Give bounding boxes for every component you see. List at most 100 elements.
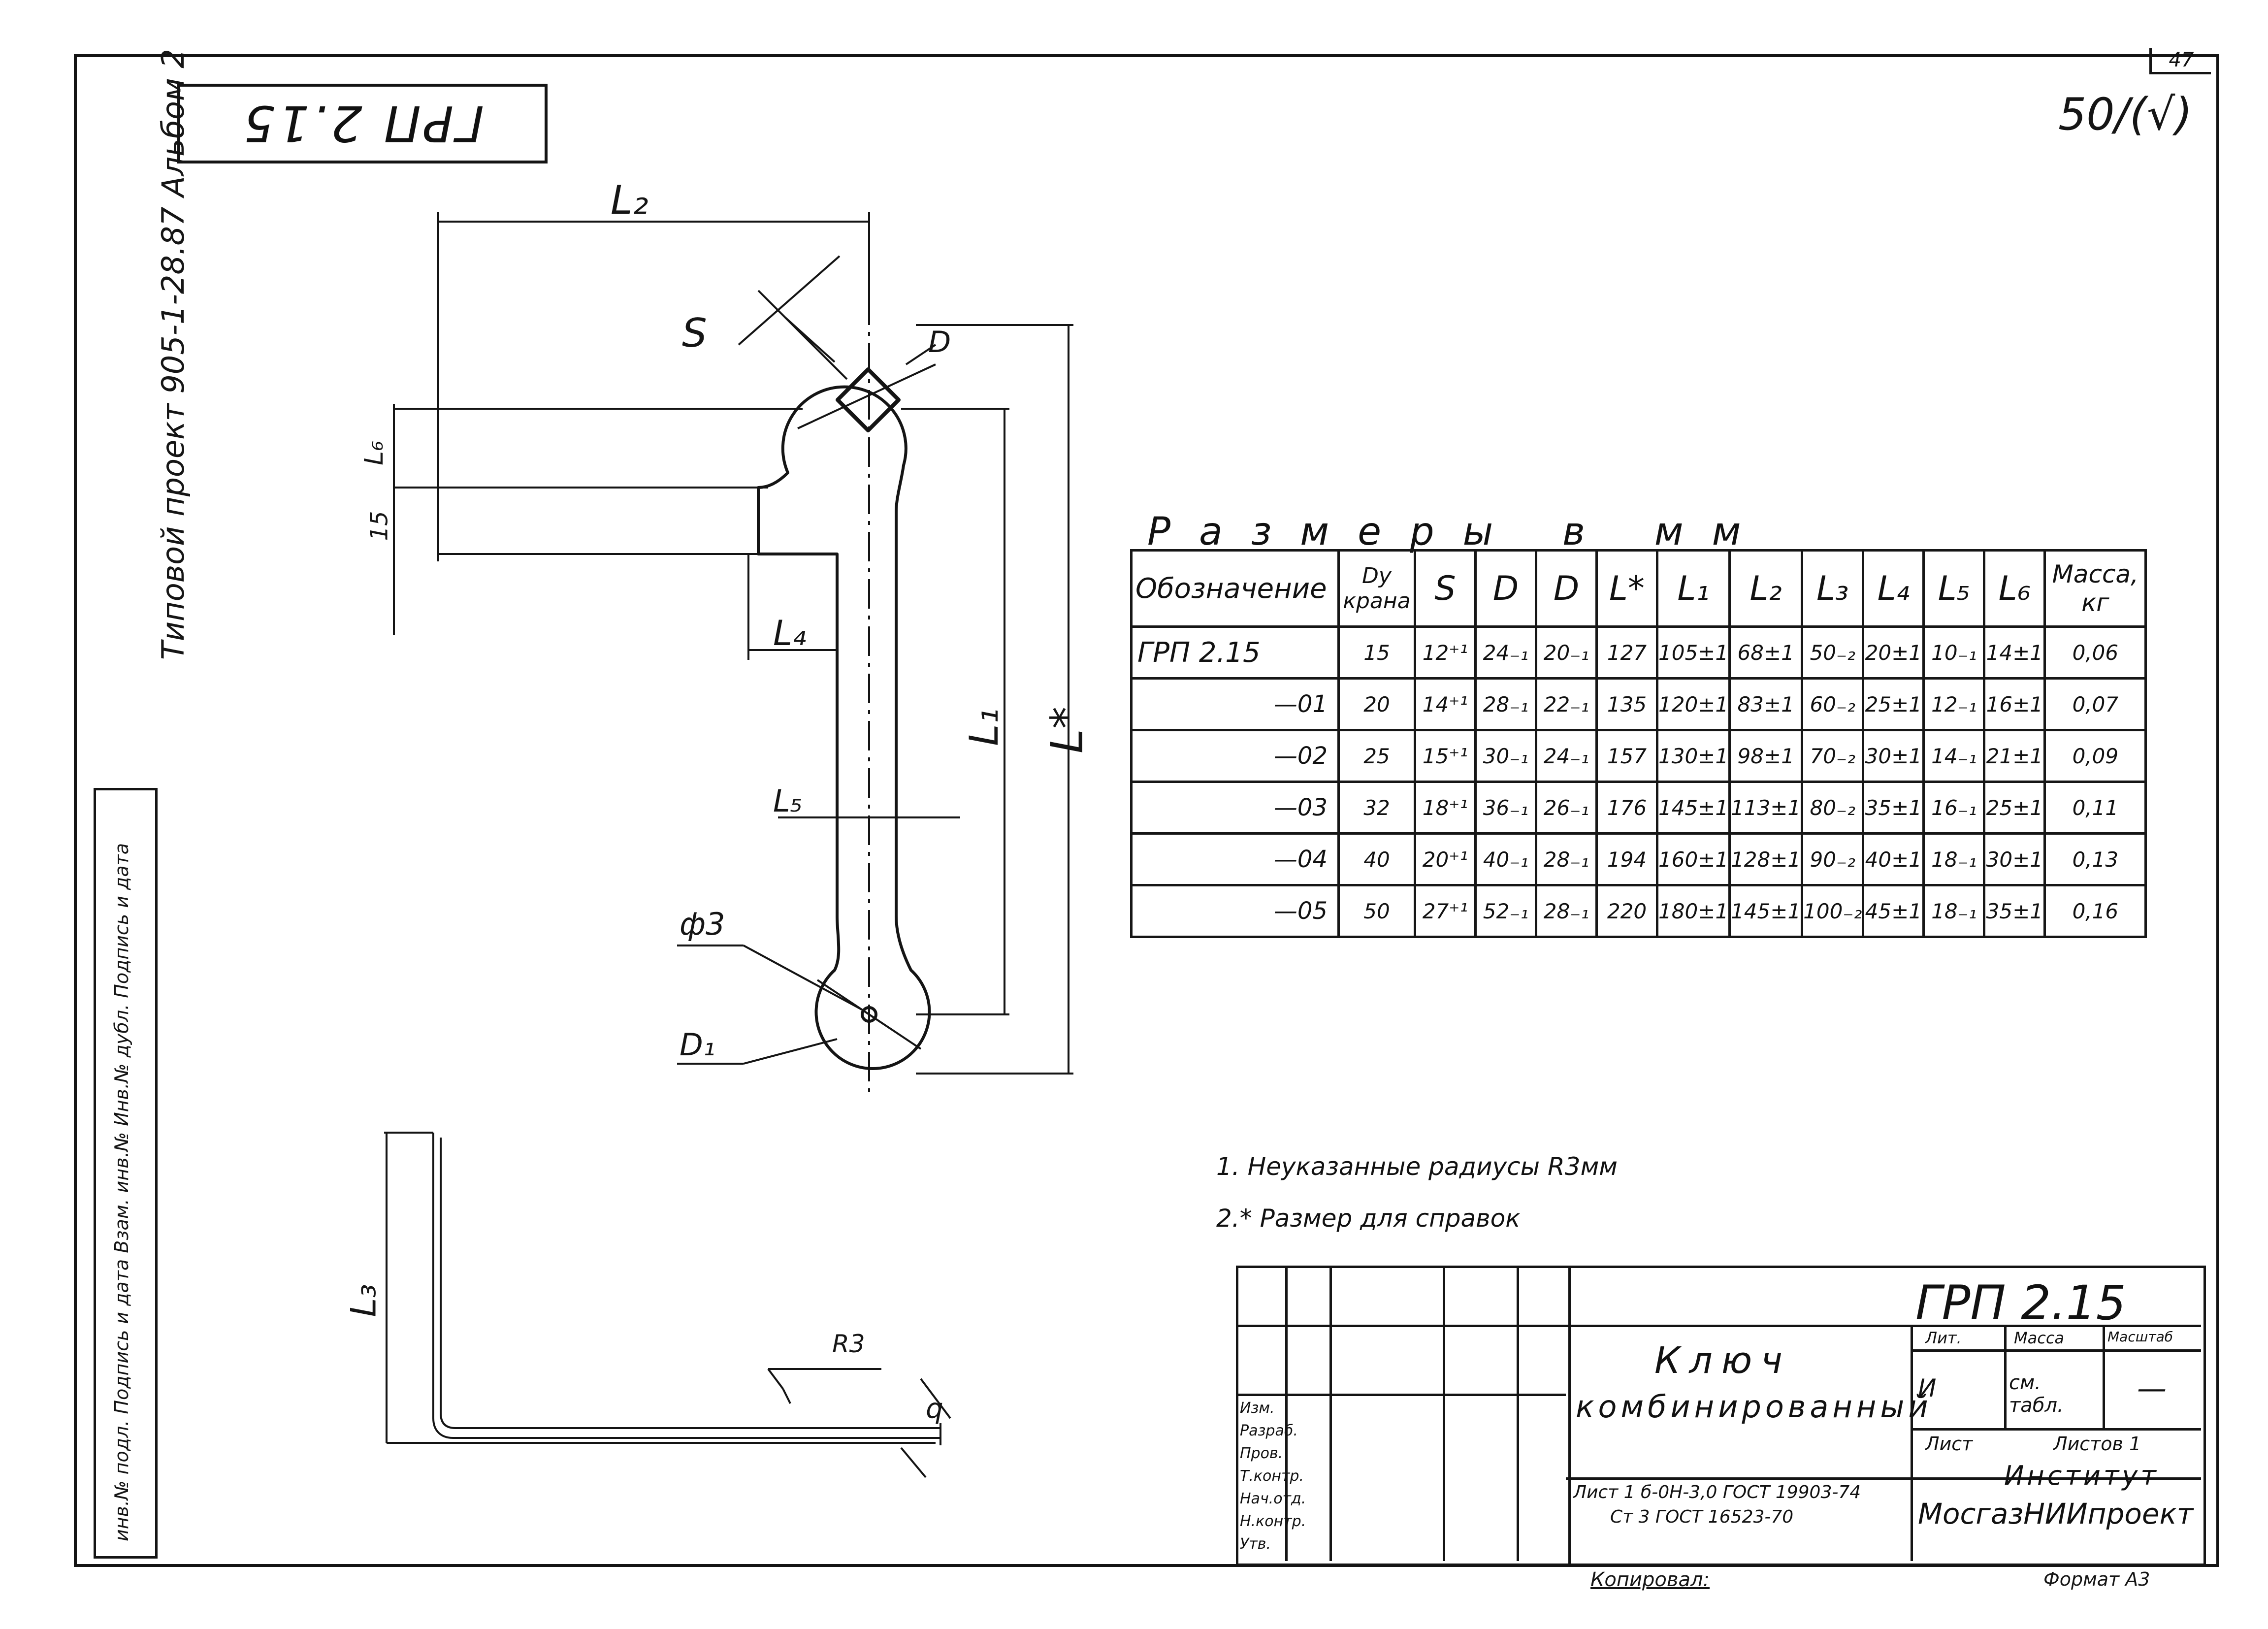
table-cell: 35±1: [1983, 884, 2046, 938]
label-l1: L₁: [961, 708, 1007, 746]
table-cell: 50₋₂: [1801, 625, 1865, 680]
label-phi3: ф3: [680, 906, 725, 942]
table-cell: 36₋₁: [1474, 781, 1537, 835]
role-label: Изм.: [1240, 1400, 1275, 1417]
table-cell: 145±1: [1655, 781, 1731, 835]
table-header: L₅: [1922, 549, 1986, 628]
table-header: D: [1474, 549, 1537, 628]
label-l2: L₂: [611, 177, 648, 223]
table-header: S: [1414, 549, 1477, 628]
table-header: L₂: [1728, 549, 1804, 628]
grid-line: [1566, 1477, 2201, 1480]
table-cell: 28₋₁: [1535, 832, 1598, 886]
table-cell: 32: [1337, 781, 1416, 835]
table-title: Размеры в мм: [1147, 510, 1770, 554]
table-cell: 220: [1595, 884, 1658, 938]
table-cell: 128±1: [1728, 832, 1804, 886]
grid-line: [1236, 1325, 1566, 1327]
scale-value: —: [2137, 1371, 2167, 1406]
table-cell: 12₋₁: [1922, 677, 1986, 731]
table-header: L₄: [1862, 549, 1925, 628]
grid-line: [1443, 1266, 1519, 1561]
label-lstar: L*: [1041, 706, 1094, 754]
table-cell: 10₋₁: [1922, 625, 1986, 680]
table-cell: 27⁺¹: [1414, 884, 1477, 938]
table-cell: 20₋₁: [1535, 625, 1598, 680]
table-cell: 90₋₂: [1801, 832, 1865, 886]
table-row: ГРП 2.15 15 12⁺¹ 24₋₁ 20₋₁ 127 105±1 68±…: [1130, 625, 2147, 680]
format-label: Формат А3: [2043, 1568, 2150, 1590]
sheets-label: Листов 1: [2053, 1433, 2141, 1455]
grid-line: [1911, 1428, 2201, 1431]
table-cell: 25: [1337, 729, 1416, 783]
table-row: —01 20 14⁺¹ 28₋₁ 22₋₁ 135 120±1 83±1 60₋…: [1130, 677, 2147, 731]
table-row: —04 40 20⁺¹ 40₋₁ 28₋₁ 194 160±1 128±1 90…: [1130, 832, 2147, 886]
table-cell: 180±1: [1655, 884, 1731, 938]
table-cell: 30±1: [1862, 729, 1925, 783]
label-s: S: [682, 310, 707, 356]
table-cell: —04: [1130, 832, 1340, 886]
wrench-outline: [757, 385, 931, 1070]
label-d1: D₁: [680, 1027, 715, 1063]
table-cell: 28₋₁: [1535, 884, 1598, 938]
lit-value: И: [1918, 1374, 1937, 1402]
table-row: —03 32 18⁺¹ 36₋₁ 26₋₁ 176 145±1 113±1 80…: [1130, 781, 2147, 835]
table-cell: 30₋₁: [1474, 729, 1537, 783]
table-cell: 14₋₁: [1922, 729, 1986, 783]
table-cell: 83±1: [1728, 677, 1804, 731]
table-cell: 20: [1337, 677, 1416, 731]
org-line1: Институт: [2004, 1460, 2159, 1491]
table-cell: 194: [1595, 832, 1658, 886]
table-cell: 113±1: [1728, 781, 1804, 835]
left-stamp-strip: [94, 788, 158, 1559]
label-l3: L₃: [343, 1284, 384, 1317]
table-cell: 0,09: [2043, 729, 2147, 783]
grid-line: [1911, 1349, 2201, 1352]
table-cell: —03: [1130, 781, 1340, 835]
table-cell: 127: [1595, 625, 1658, 680]
table-header: L*: [1595, 549, 1658, 628]
role-label: Утв.: [1240, 1535, 1271, 1553]
table-cell: 0,13: [2043, 832, 2147, 886]
table-cell: 20⁺¹: [1414, 832, 1477, 886]
table-header-row: Обозначение Dy крана S D D L* L₁ L₂ L₃ L…: [1130, 549, 2147, 628]
table-cell: 24₋₁: [1474, 625, 1537, 680]
table-header: Обозначение: [1130, 549, 1340, 628]
table-row: —05 50 27⁺¹ 52₋₁ 28₋₁ 220 180±1 145±1 10…: [1130, 884, 2147, 938]
table-cell: 0,11: [2043, 781, 2147, 835]
table-cell: 28₋₁: [1474, 677, 1537, 731]
table-cell: 120±1: [1655, 677, 1731, 731]
grid-line: [1329, 1266, 1445, 1561]
label-l6: L₆: [359, 441, 389, 465]
role-label: Нач.отд.: [1240, 1490, 1306, 1507]
table-row: —02 25 15⁺¹ 30₋₁ 24₋₁ 157 130±1 98±1 70₋…: [1130, 729, 2147, 783]
roughness-symbol: 50/(√): [2058, 89, 2193, 140]
part-name-line1: Ключ: [1654, 1339, 1791, 1382]
label-l5: L₅: [773, 783, 803, 819]
table-header: Масса, кг: [2043, 549, 2147, 628]
table-cell: ГРП 2.15: [1130, 625, 1340, 680]
material-line1: Лист 1 б-0Н-3,0 ГОСТ 19903-74: [1573, 1482, 1861, 1502]
table-cell: 70₋₂: [1801, 729, 1865, 783]
table-cell: 0,06: [2043, 625, 2147, 680]
table-cell: 40₋₁: [1474, 832, 1537, 886]
table-cell: 18₋₁: [1922, 832, 1986, 886]
grid-line: [2103, 1325, 2105, 1428]
role-label: Разраб.: [1240, 1422, 1298, 1439]
drawing-frame: [74, 54, 2219, 1567]
sheet-label: Лист: [1925, 1433, 1973, 1455]
table-cell: 25±1: [1862, 677, 1925, 731]
table-header: L₃: [1801, 549, 1865, 628]
copied-by: Копировал:: [1590, 1568, 1710, 1591]
mass-header: Масса: [2014, 1329, 2065, 1347]
table-cell: 157: [1595, 729, 1658, 783]
table-cell: 0,07: [2043, 677, 2147, 731]
table-cell: 14±1: [1983, 625, 2046, 680]
note-1: 1. Неуказанные радиусы R3мм: [1216, 1152, 1618, 1181]
table-cell: 35±1: [1862, 781, 1925, 835]
table-cell: 15⁺¹: [1414, 729, 1477, 783]
label-r3: R3: [832, 1330, 865, 1358]
dimensions-table: Обозначение Dy крана S D D L* L₁ L₂ L₃ L…: [1130, 549, 2147, 938]
grid-line: [1236, 1394, 1566, 1396]
table-cell: 176: [1595, 781, 1658, 835]
